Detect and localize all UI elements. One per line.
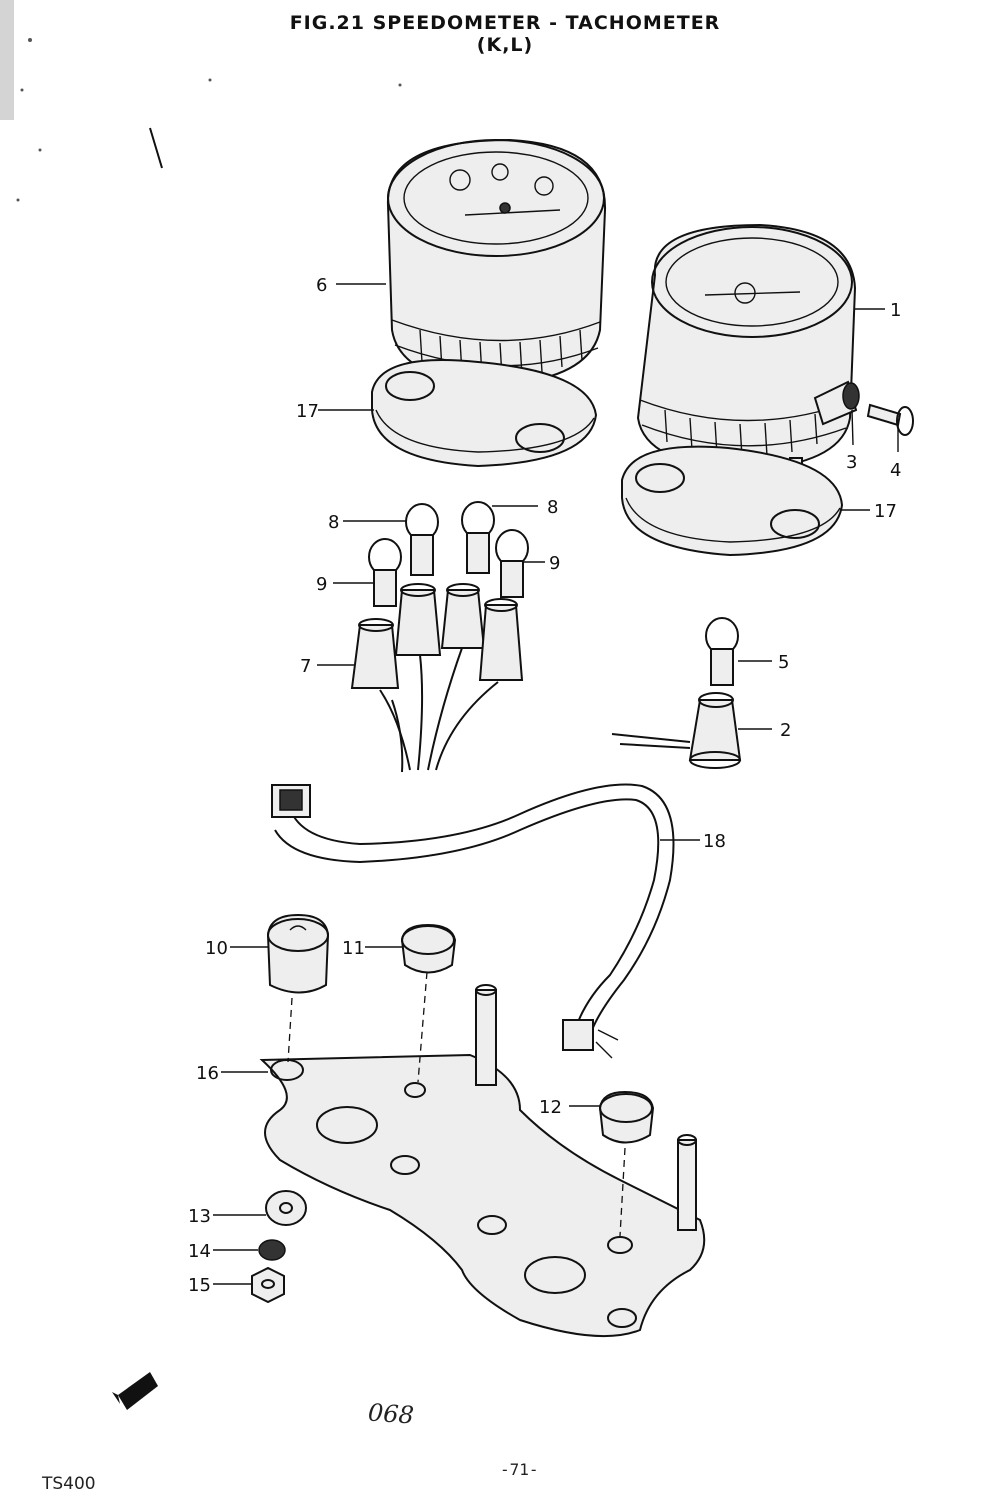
callout-17-left: 17 <box>296 401 319 422</box>
meter-cushion-part-17-right <box>621 445 844 557</box>
figure-title: FIG.21 SPEEDOMETER - TACHOMETER (K,L) <box>289 12 721 56</box>
callout-7: 7 <box>300 656 311 677</box>
callout-12: 12 <box>539 1097 562 1118</box>
callout-4: 4 <box>890 460 901 481</box>
callout-numbers: 6 1 3 4 17 17 8 8 9 9 7 5 2 18 10 11 12 … <box>188 275 901 1296</box>
trip-knob-part-3 <box>813 380 860 426</box>
diagram-code: 068 <box>367 1398 415 1430</box>
indicator-cap-part-11 <box>400 923 457 974</box>
nut-part-15 <box>251 1266 285 1304</box>
callout-17-right: 17 <box>874 501 897 522</box>
front-arrow-icon <box>112 1372 158 1410</box>
callout-2: 2 <box>780 720 791 741</box>
callout-1: 1 <box>890 300 901 321</box>
switch-part-10 <box>266 913 330 994</box>
bulb-part-5 <box>705 617 739 686</box>
callout-8-right: 8 <box>547 497 558 518</box>
callout-10: 10 <box>205 938 228 959</box>
page-number: -71- <box>500 1460 539 1479</box>
callout-14: 14 <box>188 1241 211 1262</box>
callout-18: 18 <box>703 831 726 852</box>
washer-part-13 <box>265 1190 307 1226</box>
callout-3: 3 <box>846 452 857 473</box>
screw-part-4 <box>866 403 914 436</box>
bulbs-parts-8-9 <box>368 501 529 607</box>
model-name: TS400 <box>42 1474 96 1494</box>
callout-leaders <box>213 283 899 1285</box>
callout-16: 16 <box>196 1063 219 1084</box>
lock-washer-part-14 <box>258 1239 286 1261</box>
callout-8-left: 8 <box>328 512 339 533</box>
callout-13: 13 <box>188 1206 211 1227</box>
meter-cushion-part-17-left <box>371 359 598 468</box>
socket-harness-part-7 <box>350 583 524 773</box>
callout-11: 11 <box>342 938 365 959</box>
wiring-harness-part-18 <box>271 783 675 1059</box>
callout-9-left: 9 <box>316 574 327 595</box>
speedometer-part-6 <box>386 138 607 411</box>
indicator-cap-part-12 <box>598 1090 655 1144</box>
bracket-part-16 <box>259 984 706 1338</box>
callout-9-right: 9 <box>549 553 560 574</box>
callout-5: 5 <box>778 652 789 673</box>
callout-6: 6 <box>316 275 327 296</box>
socket-part-2 <box>611 692 742 769</box>
callout-15: 15 <box>188 1275 211 1296</box>
scan-noise <box>0 0 402 202</box>
assembly-lines <box>287 971 626 1237</box>
